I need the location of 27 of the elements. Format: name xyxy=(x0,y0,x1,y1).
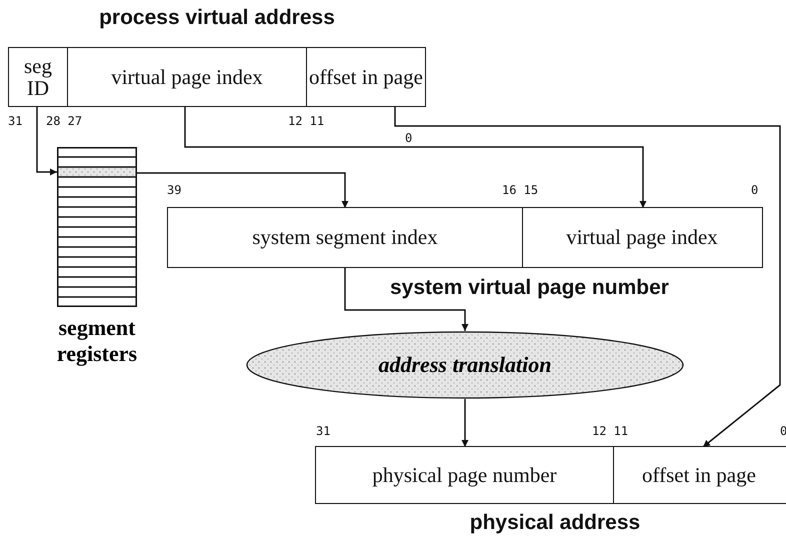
bit-number: 31 xyxy=(316,424,330,438)
arrow xyxy=(394,106,781,448)
bit-number: 0 xyxy=(751,183,758,197)
word-title: physical address xyxy=(468,511,642,536)
bit-number: 31 xyxy=(8,114,22,128)
arrow xyxy=(462,399,468,447)
bit-number: 12 11 xyxy=(592,424,628,438)
bit-field: offset in page xyxy=(307,48,425,106)
bit-number: 12 11 xyxy=(288,114,324,128)
arrow xyxy=(344,267,468,331)
arrow xyxy=(137,172,348,208)
word-title: system virtual page number xyxy=(390,276,669,301)
arrow xyxy=(184,106,646,208)
process-label: address translation xyxy=(378,352,552,378)
bit-field: seg ID xyxy=(9,48,68,106)
bit-field: physical page number xyxy=(316,447,614,503)
arrow xyxy=(36,106,57,176)
bit-number: 0 xyxy=(405,131,412,145)
word-title: process virtual address xyxy=(98,6,336,31)
bit-number: 16 15 xyxy=(502,183,538,197)
register-caption: segment registers xyxy=(56,315,138,368)
bit-field: system segment index xyxy=(168,208,523,267)
bit-field: virtual page index xyxy=(68,48,307,106)
bit-field: virtual page index xyxy=(523,208,761,267)
bit-number: 28 27 xyxy=(46,114,82,128)
bit-field: offset in page xyxy=(614,447,784,503)
bit-number: 39 xyxy=(167,183,182,197)
